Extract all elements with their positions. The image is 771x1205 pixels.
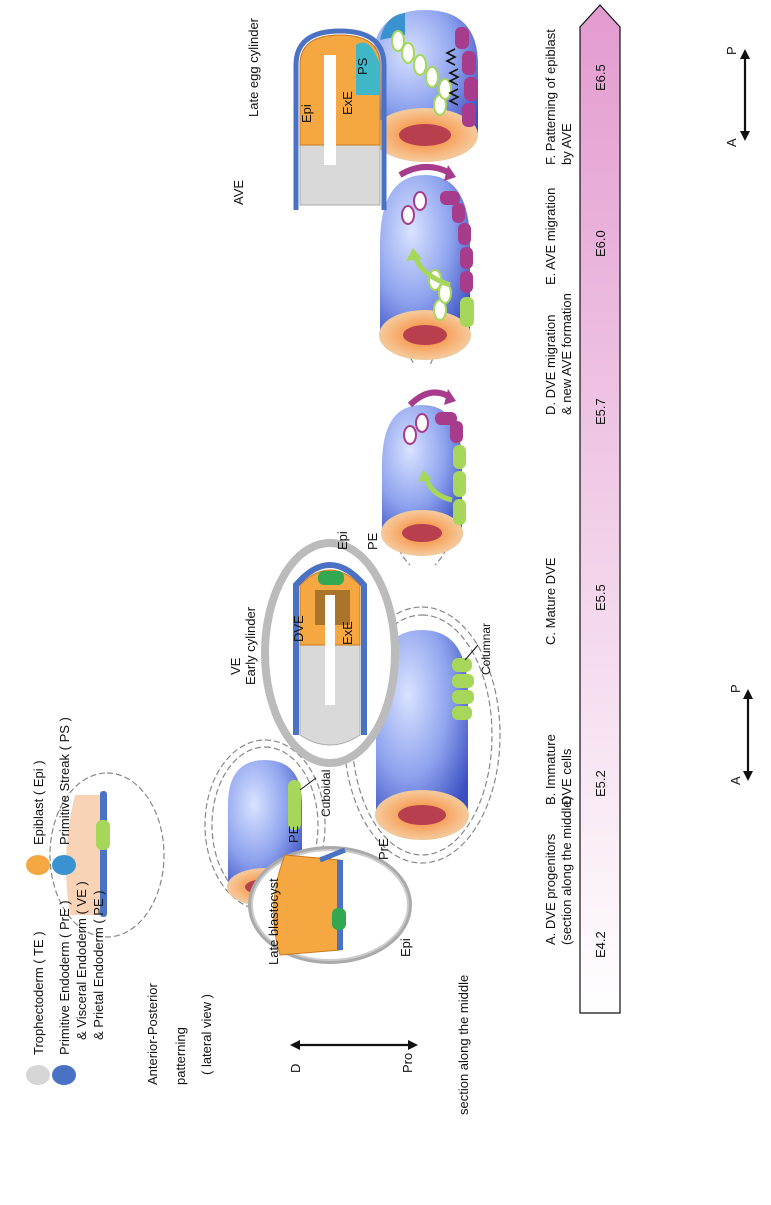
label-cuboidal: Cuboidal [319, 770, 333, 817]
legend-epi: Epiblast ( Epi ) [31, 760, 46, 845]
stage-b-title-2: DVE cells [559, 748, 574, 805]
axis-a-2: A [724, 138, 739, 147]
pro-d-axis [290, 1040, 418, 1050]
blastocyst-caption: Late blastocyst [266, 878, 281, 965]
early-dve: DVE [291, 615, 306, 642]
time-e60: E6.0 [593, 230, 608, 257]
time-e57: E5.7 [593, 398, 608, 425]
stage-a-title-1: A. DVE progenitors [543, 833, 558, 945]
early-caption: Early cylinder [243, 606, 258, 685]
blastocyst-pre: PrE [376, 838, 391, 860]
ap-title-line3: ( lateral view ) [199, 994, 214, 1075]
legend-te: Trophectoderm ( TE ) [31, 931, 46, 1055]
early-cylinder-section [265, 543, 395, 763]
label-columnar: Columnar [479, 623, 493, 675]
time-e42: E4.2 [593, 931, 608, 958]
timeline-arrow [580, 5, 620, 1013]
blastocyst-pe: PE [286, 825, 301, 843]
time-e52: E5.2 [593, 770, 608, 797]
ap-title-line2: patterning [173, 1027, 188, 1085]
legend-ps: Primitive Streak ( PS ) [57, 717, 72, 845]
early-ve: VE [228, 657, 243, 675]
stage-e-title-1: E. AVE migration [543, 188, 558, 285]
late-epi: Epi [299, 104, 314, 123]
late-ave: AVE [231, 180, 246, 205]
axis-p-1: P [728, 684, 743, 693]
stage-d-title-1: D. DVE migration [543, 315, 558, 415]
early-epi: Epi [335, 531, 350, 550]
stage-d-embryo [382, 389, 466, 565]
stage-a-title-2: (section along the middle) [559, 796, 574, 945]
axis-p-2: P [724, 46, 739, 55]
stage-f-embryo [372, 10, 478, 161]
ap-axis-2 [740, 49, 750, 141]
ap-title-line1: Anterior-Posterior [145, 982, 160, 1085]
stage-b-title-1: B. Immature [543, 734, 558, 805]
time-e65: E6.5 [593, 64, 608, 91]
axis-pro: Pro [400, 1053, 415, 1073]
legend-pre-1: Primitive Endoderm ( PrE ) [57, 900, 72, 1055]
section-title: section along the middle [456, 975, 471, 1115]
stage-a-embryo [25, 773, 189, 937]
stage-c-title-1: C. Mature DVE [543, 557, 558, 645]
blastocyst-epi: Epi [398, 938, 413, 957]
early-pe: PE [365, 532, 380, 550]
stage-f-title-1: F. Patterning of epiblast [543, 29, 558, 165]
late-exe: ExE [340, 91, 355, 115]
axis-a-1: A [728, 776, 743, 785]
late-caption: Late egg cylinder [246, 17, 261, 117]
stage-e-embryo [380, 165, 474, 365]
ap-axis-1 [743, 689, 753, 781]
time-e55: E5.5 [593, 584, 608, 611]
legend-pre-2: & Visceral Endoderm ( VE ) [74, 881, 89, 1040]
stage-d-title-2: & new AVE formation [559, 293, 574, 415]
stage-f-title-2: by AVE [559, 123, 574, 165]
late-ps: PS [355, 57, 370, 75]
early-exe: ExE [340, 621, 355, 645]
legend-pre-3: & Prietal Endoderm ( PE ) [91, 890, 106, 1040]
axis-d: D [288, 1064, 303, 1073]
